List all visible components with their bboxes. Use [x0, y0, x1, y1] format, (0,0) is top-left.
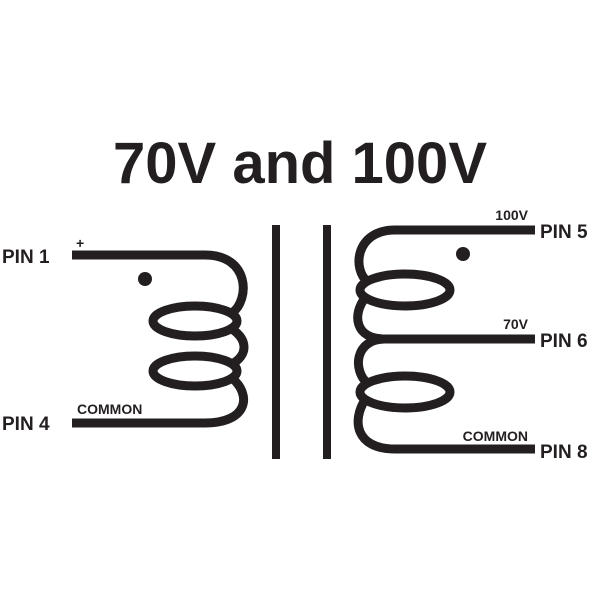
pin-4-label: PIN 4 — [2, 414, 50, 435]
core-bar-right — [323, 225, 331, 459]
pin-6-label: PIN 6 — [540, 331, 588, 352]
secondary-winding — [353, 225, 535, 454]
primary-winding — [72, 250, 249, 428]
plus-label: + — [76, 235, 84, 251]
secondary-polarity-dot — [456, 247, 470, 261]
100v-label: 100V — [495, 207, 528, 223]
pin-1-label: PIN 1 — [2, 247, 50, 268]
70v-label: 70V — [503, 316, 529, 332]
pin-8-label: PIN 8 — [540, 442, 588, 463]
pin-5-label: PIN 5 — [540, 222, 588, 243]
core-bar-left — [272, 225, 280, 459]
primary-polarity-dot — [138, 272, 152, 286]
diagram-title: 70V and 100V — [113, 131, 487, 196]
primary-common-label: COMMON — [77, 401, 142, 417]
secondary-common-label: COMMON — [463, 428, 528, 444]
